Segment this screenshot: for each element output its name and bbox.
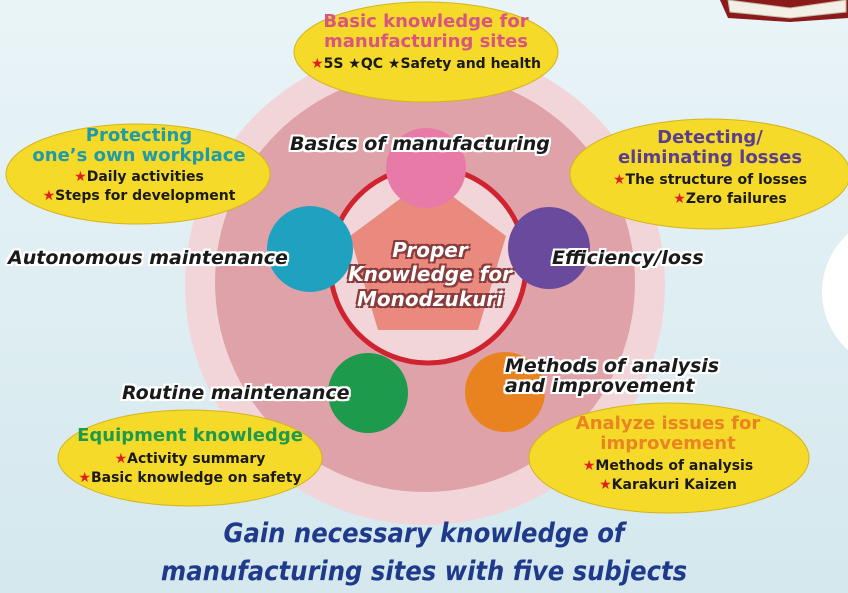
oval-bottom-left-content: Equipment knowledge ★Activity summary ★B… (60, 425, 320, 488)
oval-left-content: Protecting one’s own workplace ★Daily ac… (16, 125, 262, 206)
oval-left-item2: Steps for development (55, 188, 236, 205)
subject-label-autonomous: Autonomous maintenance (8, 247, 288, 269)
subject-label-efficiency: Efficiency/loss (552, 247, 704, 269)
star-icon: ★ (114, 451, 128, 468)
oval-bottom-right-title-line2: improvement (600, 433, 736, 455)
oval-right-item1: The structure of losses (625, 172, 808, 189)
star-icon: ★ (582, 458, 596, 475)
subject-node-routine (328, 353, 408, 433)
oval-top-title-line1: Basic knowledge for (323, 11, 529, 32)
subject-label-methods-line2: and improvement (505, 374, 695, 397)
center-title-line1: Proper (392, 238, 468, 262)
oval-bottom-right-title-line1: Analyze issues for (575, 413, 761, 434)
side-decoration-circle (822, 233, 848, 351)
oval-right-title-line1: Detecting/ (657, 127, 763, 148)
center-title-line2: Knowledge for (348, 262, 512, 287)
star-icon: ★ (612, 172, 626, 189)
subject-node-basics (386, 128, 466, 208)
star-icon: ★ (42, 188, 56, 205)
star-icon: ★ (74, 169, 87, 186)
center-pentagon (350, 178, 506, 330)
oval-left-title-line2: one’s own workplace (32, 145, 246, 167)
oval-bottom-right-item2: Karakuri Kaizen (611, 477, 737, 494)
footer-line2: manufacturing sites with five subjects (160, 556, 688, 587)
subject-label-routine: Routine maintenance (122, 382, 350, 404)
subject-label-methods-line1: Methods of analysis (505, 355, 720, 377)
subject-node-autonomous (267, 206, 353, 292)
book-icon (720, 0, 848, 22)
subject-label-basics: Basics of manufacturing (290, 133, 550, 155)
star-icon: ★ (311, 56, 324, 73)
oval-bottom-left-title: Equipment knowledge (77, 425, 303, 446)
oval-right-item2: Zero failures (685, 191, 787, 208)
footer-line1: Gain necessary knowledge of (223, 518, 625, 549)
oval-top-items: 5S ★QC ★Safety and health (323, 56, 541, 73)
oval-bottom-right-item1: Methods of analysis (595, 458, 754, 475)
star-icon: ★ (673, 191, 686, 208)
subject-node-efficiency (508, 207, 590, 289)
oval-bottom-right (528, 402, 810, 514)
oval-top-content: Basic knowledge for manufacturing sites … (294, 11, 558, 74)
subject-label-methods: Methods of analysis and improvement (505, 355, 720, 397)
oval-left-title-line1: Protecting (85, 125, 193, 146)
oval-top (293, 1, 559, 103)
oval-bottom-left-item2: Basic knowledge on safety (90, 470, 302, 487)
subject-node-methods (465, 352, 545, 432)
oval-right-content: Detecting/ eliminating losses ★The struc… (584, 127, 836, 209)
oval-bottom-right-content: Analyze issues for improvement ★Methods … (530, 413, 806, 495)
oval-left-item1: Daily activities (86, 169, 204, 186)
oval-right (569, 118, 848, 230)
star-icon: ★ (78, 470, 91, 487)
oval-top-title-line2: manufacturing sites (323, 31, 529, 53)
oval-bottom-left-item1: Activity summary (127, 451, 266, 468)
star-icon: ★ (599, 477, 612, 494)
oval-left (5, 123, 271, 225)
center-title-line3: Monodzukuri (356, 286, 504, 311)
oval-bottom-left (57, 409, 323, 507)
center-title: Proper Knowledge for Monodzukuri (340, 238, 520, 311)
oval-right-title-line2: eliminating losses (617, 147, 803, 169)
